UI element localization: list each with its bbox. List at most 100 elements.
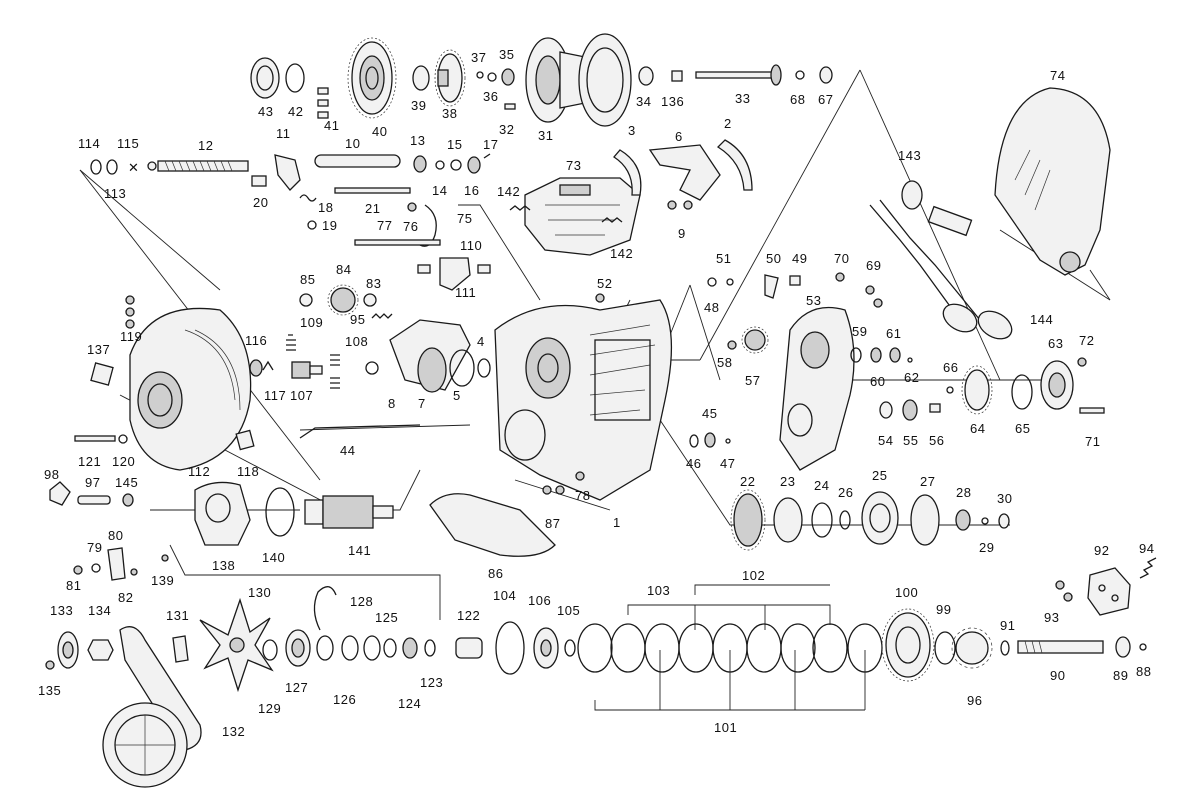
callout-134: 134: [88, 603, 111, 618]
callout-114: 114: [78, 136, 100, 151]
part-79-washer: [91, 563, 101, 573]
callout-81: 81: [66, 578, 81, 593]
part-103-drag-washers: [610, 623, 848, 673]
part-87-screw-b: [555, 485, 565, 495]
callout-46: 46: [686, 456, 701, 471]
callout-54: 54: [878, 433, 893, 448]
part-88-clip: [1139, 643, 1147, 651]
part-19-clip: [307, 220, 317, 230]
callout-78: 78: [575, 488, 590, 503]
part-129-washer: [262, 639, 278, 661]
callout-65: 65: [1015, 421, 1030, 436]
part-7-cam: [417, 347, 447, 393]
part-60-bearing: [870, 347, 882, 363]
part-109-springs: [286, 334, 340, 389]
callout-144: 144: [1030, 312, 1053, 327]
part-13-bearing: [413, 155, 427, 173]
part-73-frame-plate: [524, 177, 641, 256]
callout-20: 20: [253, 195, 268, 210]
callout-7: 7: [418, 396, 426, 411]
callout-10: 10: [345, 136, 360, 151]
part-142-springs: [509, 205, 623, 223]
part-25-drum: [861, 491, 899, 545]
callout-21: 21: [365, 201, 380, 216]
callout-19: 19: [322, 218, 337, 233]
callout-145: 145: [115, 475, 138, 490]
callout-85: 85: [300, 272, 315, 287]
callout-13: 13: [410, 133, 425, 148]
part-64-gear: [961, 365, 993, 415]
part-94-spring: [1139, 557, 1157, 579]
part-52-screw: [595, 293, 605, 303]
callout-113: 113: [104, 186, 126, 201]
part-116-bearing: [249, 359, 263, 377]
callout-28: 28: [956, 485, 971, 500]
part-58-screw: [727, 340, 737, 350]
callout-44: 44: [340, 443, 355, 458]
part-83-bushing: [363, 293, 377, 307]
part-69-screw-b: [873, 298, 883, 308]
callout-87: 87: [545, 516, 560, 531]
part-66-pin: [946, 386, 954, 394]
part-133-handle-nut: [57, 631, 79, 669]
part-91-ring: [1000, 640, 1010, 656]
callout-72: 72: [1079, 333, 1094, 348]
callout-103: 103: [647, 583, 670, 598]
callout-73: 73: [566, 158, 581, 173]
part-32-pin: [504, 103, 516, 110]
part-140-ring: [265, 487, 295, 537]
callout-45: 45: [702, 406, 717, 421]
part-144-handle-wires: [869, 199, 1013, 340]
callout-126: 126: [333, 692, 356, 707]
callout-55: 55: [903, 433, 918, 448]
callout-107: 107: [290, 388, 313, 403]
part-69-screw: [865, 285, 875, 295]
part-86-bottom-plate: [429, 493, 556, 557]
callout-61: 61: [886, 326, 901, 341]
callout-82: 82: [118, 590, 133, 605]
part-62-pin: [907, 357, 913, 363]
callout-118: 118: [237, 464, 259, 479]
callout-98: 98: [44, 467, 59, 482]
callout-92: 92: [1094, 543, 1109, 558]
part-43-seal: [250, 57, 280, 99]
part-45-bearing: [704, 432, 716, 448]
part-107-pinion: [291, 361, 323, 379]
callout-115: 115: [117, 136, 139, 151]
callout-121: 121: [78, 454, 101, 469]
callout-123: 123: [420, 675, 443, 690]
part-36-washer: [487, 72, 497, 82]
callout-40: 40: [372, 124, 387, 139]
part-47-pin: [725, 438, 731, 444]
callout-120: 120: [112, 454, 135, 469]
part-41-screws: [317, 87, 329, 119]
part-87-screw: [542, 485, 552, 495]
part-89-bearing: [1115, 636, 1131, 658]
callout-35: 35: [499, 47, 514, 62]
callout-25: 25: [872, 468, 887, 483]
callout-88: 88: [1136, 664, 1151, 679]
callout-128: 128: [350, 594, 373, 609]
part-128-spring: [313, 586, 337, 631]
callout-23: 23: [780, 474, 795, 489]
part-48-ring: [707, 277, 717, 287]
callout-59: 59: [852, 324, 867, 339]
part-143-knob: [901, 180, 973, 237]
part-125-washer: [383, 638, 397, 658]
part-120-washer: [118, 434, 128, 444]
callout-84: 84: [336, 262, 351, 277]
callout-75: 75: [457, 211, 472, 226]
part-72-screw: [1077, 357, 1087, 367]
part-96-ratchet: [951, 627, 993, 669]
part-132-handle-arm: [102, 626, 202, 788]
callout-91: 91: [1000, 618, 1015, 633]
callout-66: 66: [943, 360, 958, 375]
callout-122: 122: [457, 608, 480, 623]
callout-16: 16: [464, 183, 479, 198]
part-75-wire-spring: [419, 204, 437, 247]
callout-48: 48: [704, 300, 719, 315]
part-134-nut: [87, 639, 114, 661]
part-130-star-drag: [199, 597, 274, 693]
callout-53: 53: [806, 293, 821, 308]
part-1-main-frame: [494, 299, 673, 501]
